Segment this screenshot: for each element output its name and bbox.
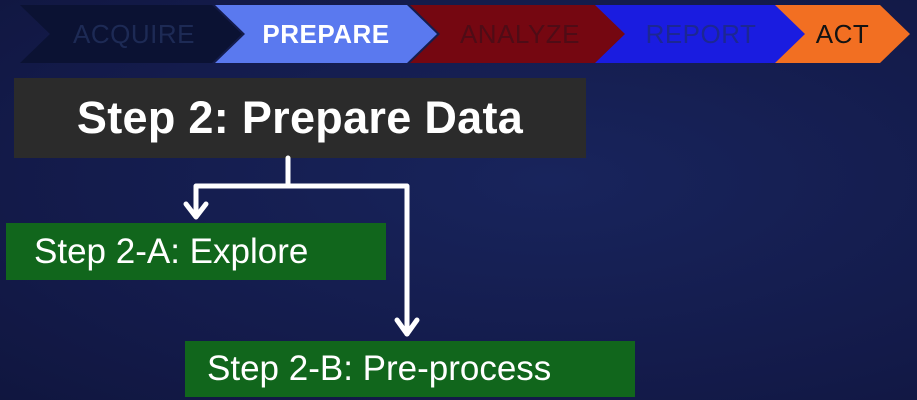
process-step-prepare: PREPARE [215, 5, 437, 63]
connector-to-preprocess [285, 183, 410, 337]
process-step-label: PREPARE [262, 18, 390, 49]
step-title: Step 2: Prepare Data [76, 92, 524, 143]
arrowhead-explore [183, 201, 209, 220]
process-step-label: ACT [815, 18, 870, 49]
substep-preprocess-label: Step 2-B: Pre-process [207, 349, 552, 388]
process-step-acquire: ACQUIRE [20, 5, 242, 63]
process-step-label: ACQUIRE [73, 18, 195, 49]
substep-explore-box: Step 2-A: Explore [6, 223, 386, 280]
process-step-label: ANALYZE [459, 18, 581, 49]
substep-preprocess-box: Step 2-B: Pre-process [185, 341, 635, 397]
process-step-label: REPORT [645, 18, 757, 49]
process-step-report: REPORT [595, 5, 807, 63]
step-title-box: Step 2: Prepare Data [14, 78, 586, 158]
connector-to-explore [193, 183, 291, 219]
substep-explore-label: Step 2-A: Explore [34, 231, 309, 271]
process-step-analyze: ANALYZE [410, 5, 630, 63]
arrowhead-preprocess [394, 317, 420, 337]
process-chevron-bar: ACQUIRE PREPARE ANALYZE REPORT ACT [0, 0, 917, 70]
